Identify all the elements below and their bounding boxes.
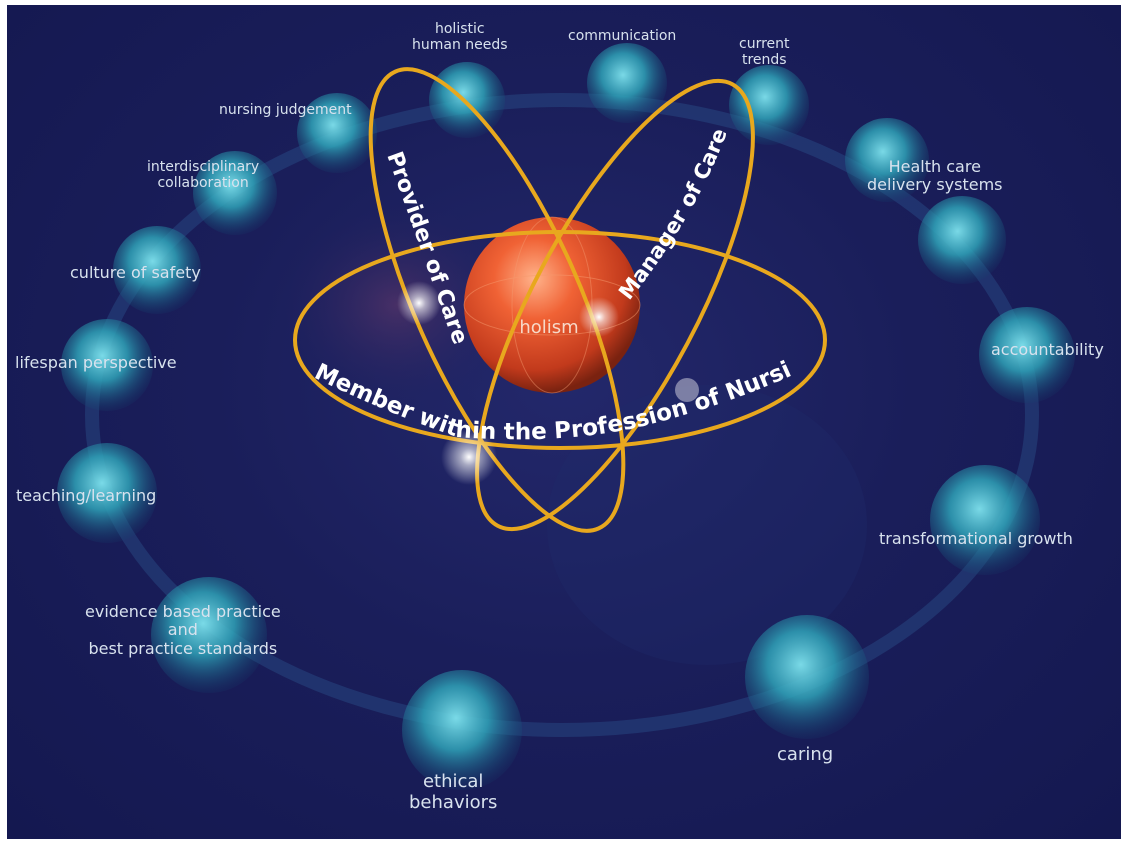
- orb-teaching-learning: [57, 443, 157, 543]
- lens-flare: [441, 429, 497, 485]
- atom-diagram: Provider of Care Manager of Care Member …: [7, 5, 1075, 790]
- orbit-provider: [368, 67, 626, 533]
- orb-lifespan-perspective: [61, 319, 153, 411]
- label-interdisciplinary-collaboration: interdisciplinary collaboration: [147, 159, 260, 192]
- orb-communication: [587, 43, 667, 123]
- label-holistic-human-needs: holistic human needs: [412, 21, 508, 54]
- label-caring: caring: [777, 744, 834, 765]
- label-ethical-behaviors: ethical behaviors: [409, 771, 498, 813]
- orb-current-trends: [729, 65, 809, 145]
- outer-ring-track: [85, 93, 1039, 737]
- label-health-care-delivery-systems: Health care delivery systems: [867, 157, 1003, 195]
- orbit-manager: [475, 78, 755, 532]
- lens-flare: [579, 297, 619, 337]
- orb-health-care-delivery: [845, 118, 929, 202]
- orbits: [293, 67, 827, 533]
- label-communication: communication: [568, 28, 677, 44]
- orb-nursing-judgement: [297, 93, 377, 173]
- label-current-trends: current trends: [739, 36, 790, 69]
- center-label: holism: [519, 317, 578, 338]
- label-transformational-growth: transformational growth: [879, 529, 1073, 548]
- orb-interdisciplinary-collaboration: [193, 151, 277, 235]
- background-glow: [547, 385, 867, 665]
- label-culture-of-safety: culture of safety: [70, 263, 201, 282]
- orb-transformational-growth: [930, 465, 1040, 575]
- orb-accountability: [979, 307, 1075, 403]
- role-manager-label: Manager of Care: [614, 125, 732, 304]
- label-nursing-judgement: nursing judgement: [219, 102, 352, 118]
- background-glow: [267, 195, 527, 415]
- orb-culture-of-safety: [113, 226, 201, 314]
- nucleus-sphere: [464, 217, 640, 393]
- orb-ethical-behaviors: [402, 670, 522, 790]
- label-teaching-learning: teaching/learning: [16, 486, 157, 505]
- label-lifespan-perspective: lifespan perspective: [15, 353, 177, 372]
- orb-holistic-human-needs: [429, 62, 505, 138]
- lens-flare: [675, 378, 699, 402]
- lens-flare: [397, 281, 441, 325]
- orb-caring: [745, 615, 869, 739]
- nucleus-line: [463, 274, 641, 336]
- orb-health-care-delivery-2: [918, 196, 1006, 284]
- orb-evidence-based-practice: [151, 577, 267, 693]
- diagram-canvas: Provider of Care Manager of Care Member …: [7, 5, 1121, 839]
- concept-orbs: [57, 43, 1075, 790]
- label-evidence-based-practice: evidence based practice and best practic…: [85, 602, 281, 658]
- label-accountability: accountability: [991, 340, 1104, 359]
